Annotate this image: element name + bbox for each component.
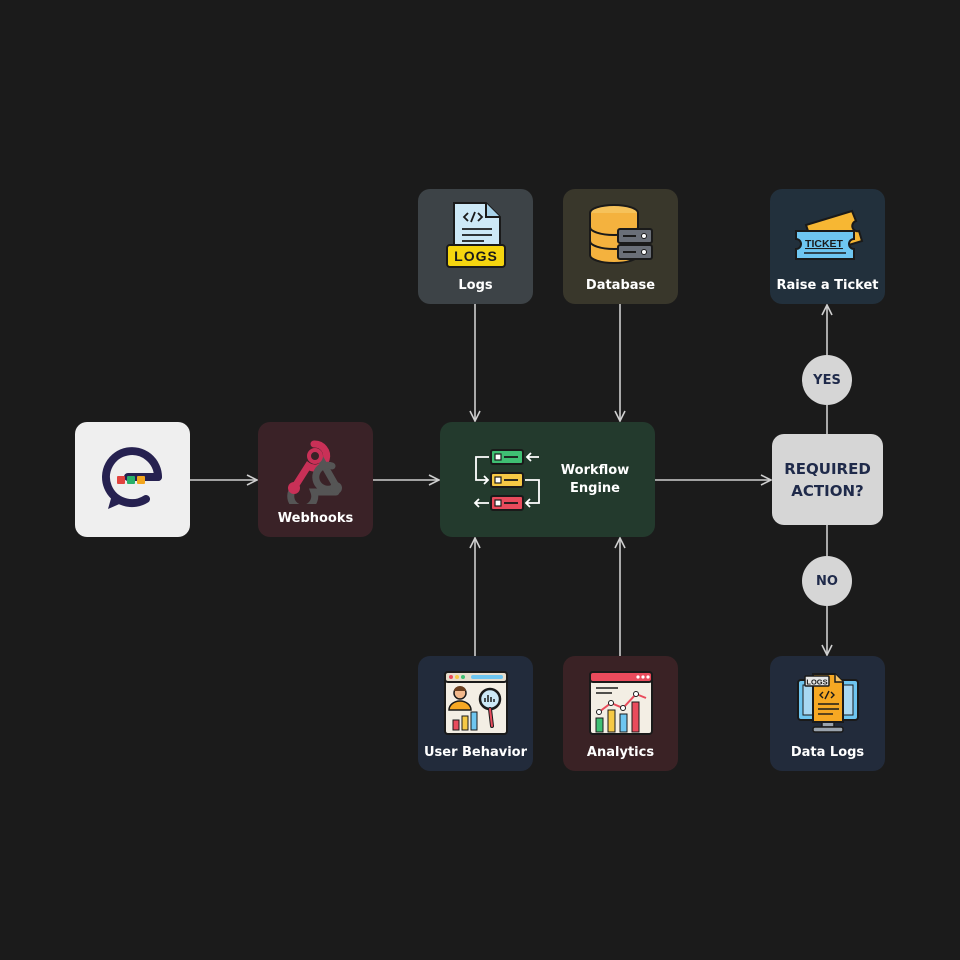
- workflow-engine-icon: [473, 449, 540, 511]
- ticket-label: Raise a Ticket: [776, 278, 879, 293]
- source-app-node: [75, 422, 190, 537]
- webhook-icon: [286, 440, 342, 504]
- logs-file-icon: LOGS: [445, 202, 506, 268]
- data-logs-label: Data Logs: [790, 745, 865, 760]
- data-logs-monitor-icon: LOGS: [796, 673, 859, 733]
- ticket-node: TICKET Raise a Ticket: [770, 189, 885, 304]
- logs-badge-text: LOGS: [454, 248, 498, 264]
- decision-line2: ACTION?: [791, 481, 864, 500]
- user-behavior-icon: [443, 671, 508, 735]
- analytics-chart-icon: [588, 671, 653, 735]
- workflow-engine-label-line1: Workflow: [560, 463, 630, 478]
- webhooks-node: Webhooks: [258, 422, 373, 537]
- database-node: Database: [563, 189, 678, 304]
- workflow-engine-label: Workflow Engine: [556, 462, 634, 498]
- analytics-node: Analytics: [563, 656, 678, 771]
- no-branch-label: NO: [802, 556, 852, 606]
- database-icon: [588, 204, 653, 264]
- user-behavior-node: User Behavior: [418, 656, 533, 771]
- logs-node: LOGS Logs: [418, 189, 533, 304]
- chat-logo-icon: [101, 447, 162, 509]
- database-label: Database: [585, 278, 656, 293]
- decision-line1: REQUIRED: [784, 459, 871, 478]
- workflow-engine-label-line2: Engine: [570, 481, 620, 496]
- required-action-decision: REQUIRED ACTION?: [772, 434, 883, 525]
- user-behavior-label: User Behavior: [423, 745, 528, 760]
- ticket-badge-text: TICKET: [805, 238, 844, 250]
- ticket-icon: TICKET: [794, 209, 863, 260]
- logs-label: Logs: [458, 278, 493, 293]
- webhooks-label: Webhooks: [277, 511, 354, 526]
- data-logs-node: LOGS Data Logs: [770, 656, 885, 771]
- data-logs-badge-text: LOGS: [806, 678, 827, 687]
- yes-branch-label: YES: [802, 355, 852, 405]
- analytics-label: Analytics: [586, 745, 655, 760]
